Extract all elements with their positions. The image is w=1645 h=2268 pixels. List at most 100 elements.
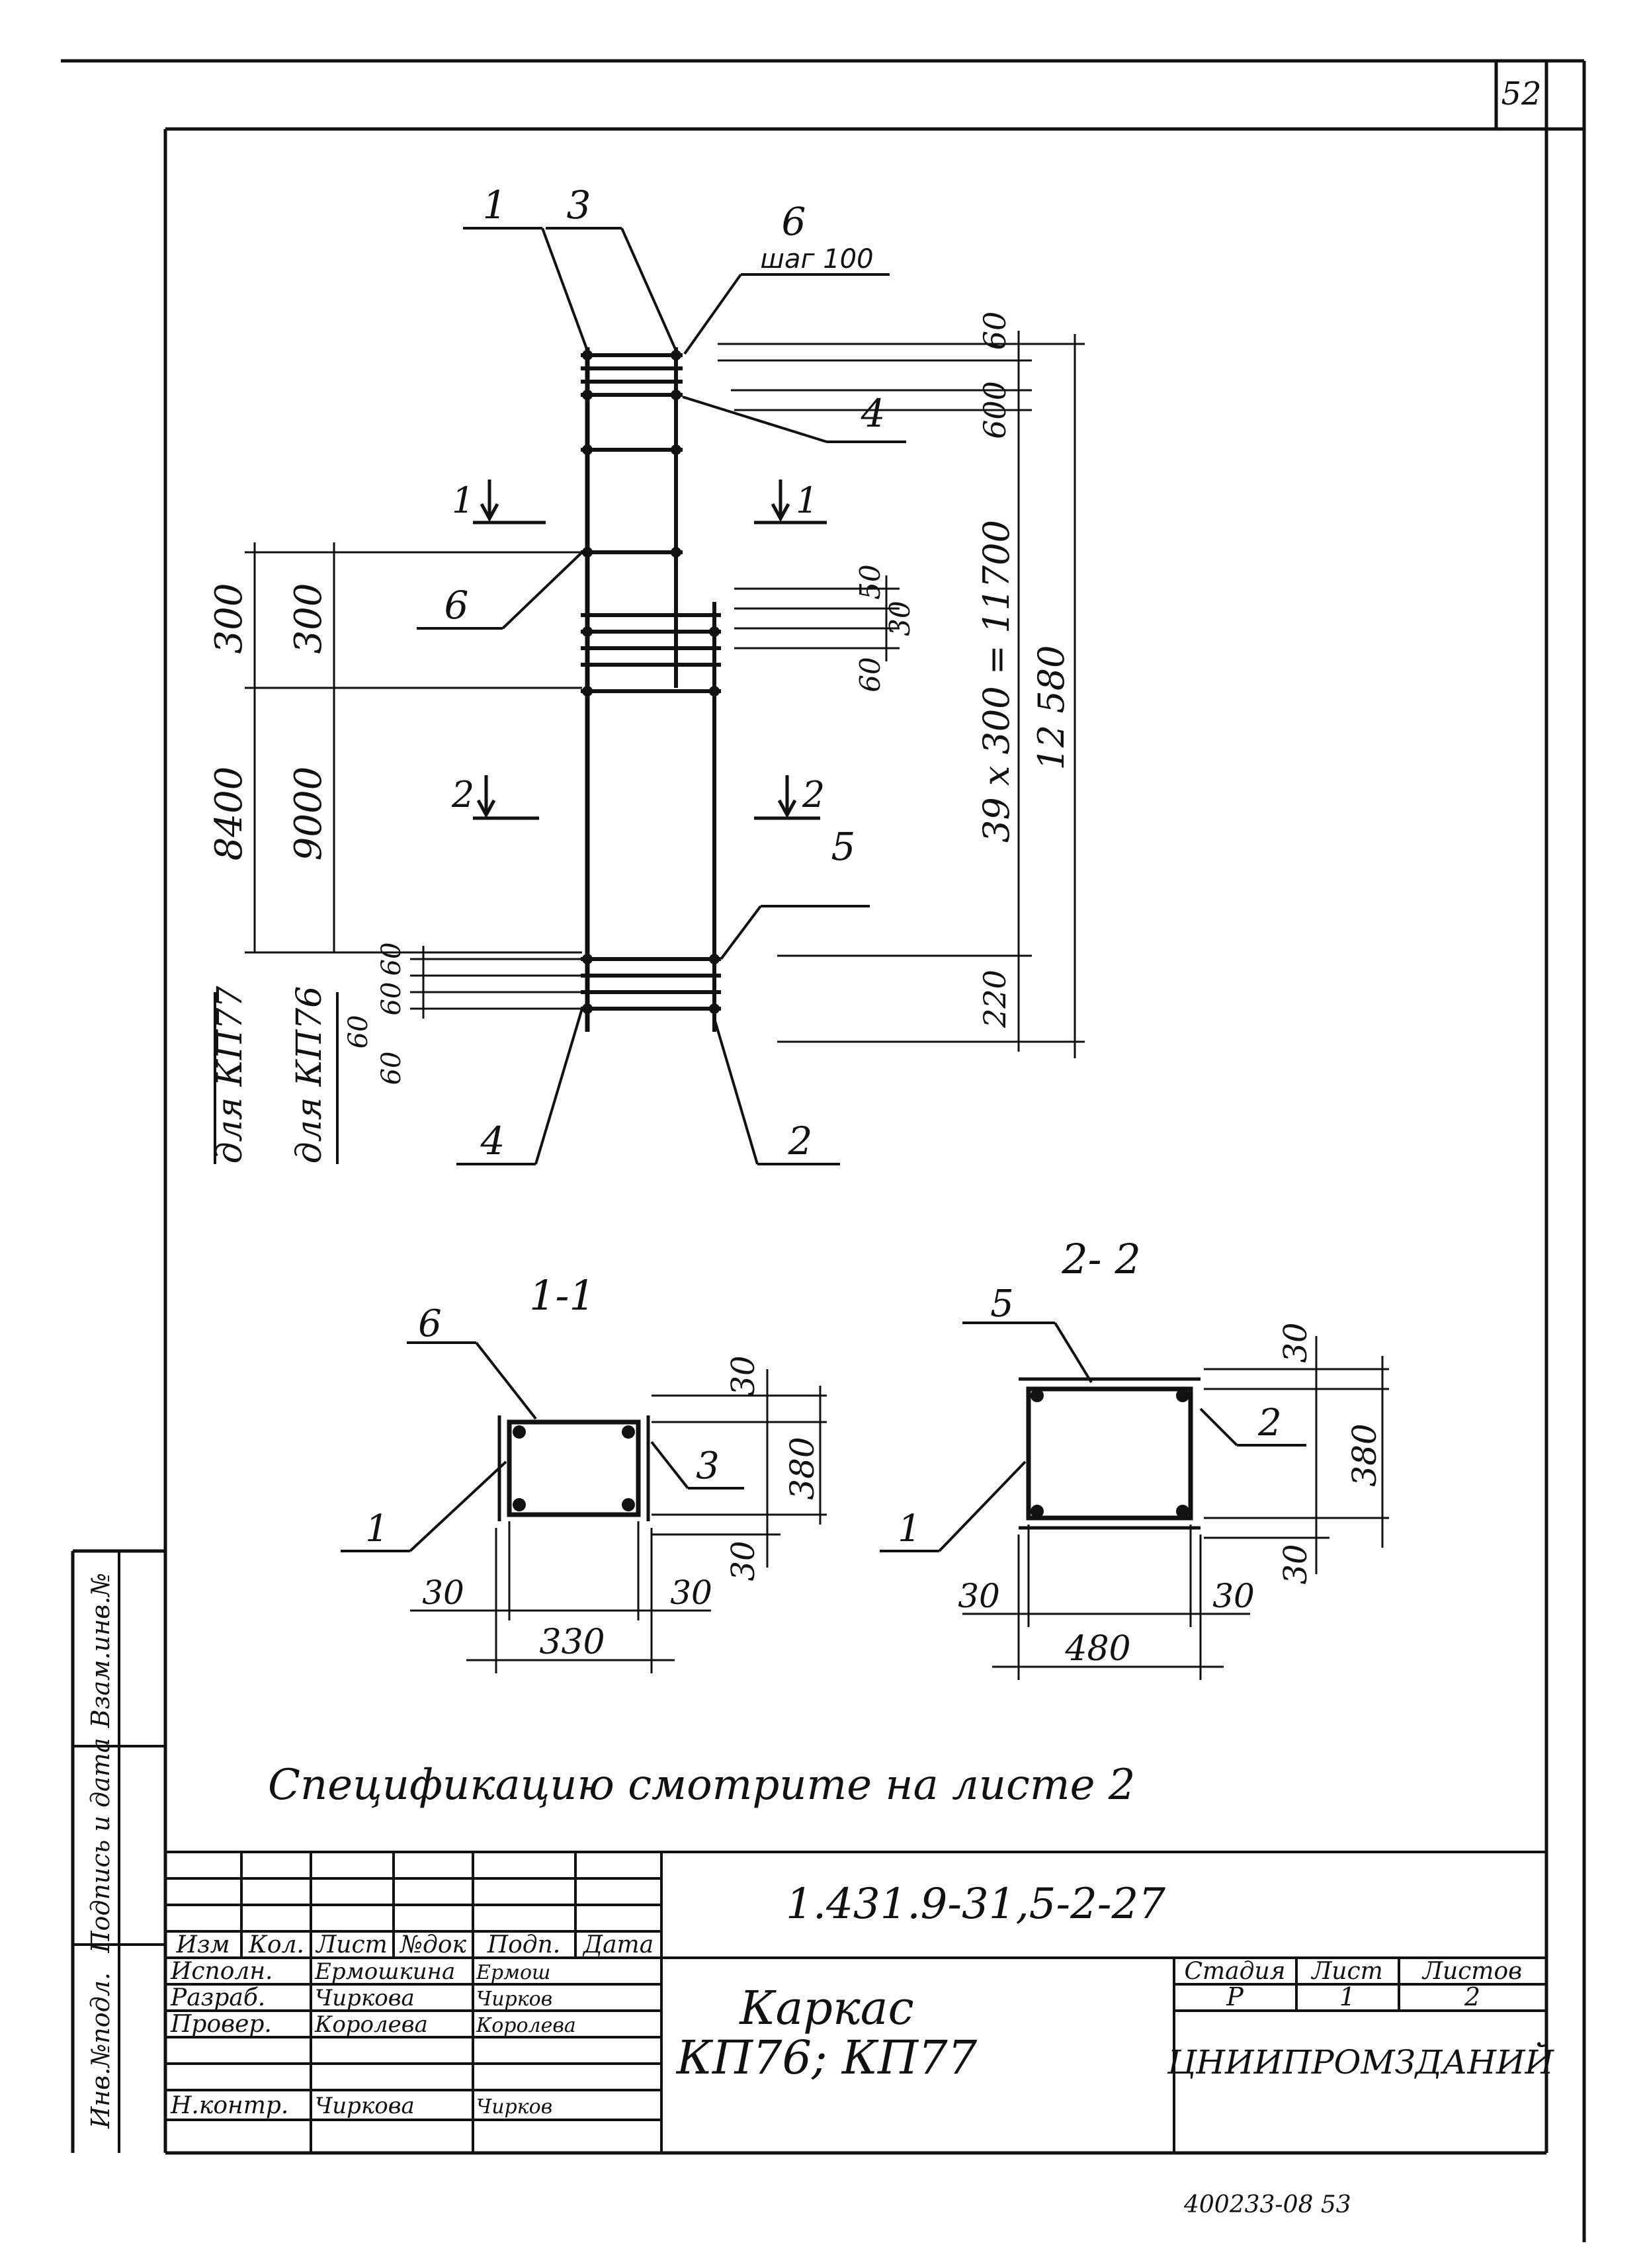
section-1-1-dim-lines bbox=[410, 1369, 827, 1673]
side-stamp-inv-podl: Инв.№подл. bbox=[86, 1972, 115, 2129]
section-2-2-leader-2: 2 bbox=[1257, 1402, 1282, 1445]
tb-sign-nkontr: Чирков bbox=[476, 2095, 552, 2119]
dim-for-kp76: для КП76 bbox=[290, 986, 329, 1164]
tb-role-prover: Провер. bbox=[170, 2011, 272, 2038]
section-1-1-dim-30-bottom: 30 bbox=[725, 1540, 762, 1581]
tb-header-kol: Кол. bbox=[248, 1931, 304, 1958]
section-1-1-leader-3: 3 bbox=[696, 1445, 720, 1488]
side-stamp-signature-date: Подпись и дата bbox=[86, 1738, 115, 1953]
dim-60-c: 60 bbox=[343, 1015, 374, 1049]
section-2-2: 2- 2 5 2 1 30 38 bbox=[880, 1235, 1389, 1680]
tb-name-razrab: Чиркова bbox=[315, 1985, 415, 2011]
section-2-2-leader-5: 5 bbox=[990, 1282, 1014, 1325]
section-mark-2-right: 2 bbox=[802, 774, 825, 816]
tb-header-podp: Подп. bbox=[487, 1931, 561, 1958]
dim-60-top: 60 bbox=[977, 312, 1013, 351]
tb-sign-razrab: Чирков bbox=[476, 1988, 552, 2011]
dim-60-d: 60 bbox=[376, 1052, 407, 1085]
dim-9000: 9000 bbox=[287, 767, 330, 861]
product-name-line1: Каркас bbox=[738, 1981, 913, 2035]
dim-220: 220 bbox=[977, 970, 1013, 1029]
tb-sign-prover: Королева bbox=[476, 2014, 576, 2037]
tb-sheet-label: Лист bbox=[1310, 1958, 1383, 1985]
section-1-1-dim-330: 330 bbox=[539, 1622, 605, 1662]
section-1-1-leader-1: 1 bbox=[365, 1507, 389, 1550]
leader-label-6-top: 6 bbox=[782, 199, 806, 244]
section-1-1-title: 1-1 bbox=[529, 1271, 595, 1320]
tb-organization: ЦНИИПРОМЗДАНИЙ bbox=[1167, 2041, 1555, 2081]
section-2-2-leader-1: 1 bbox=[898, 1507, 921, 1550]
left-dimension-lines bbox=[245, 542, 582, 1019]
tb-header-list: Лист bbox=[315, 1931, 388, 1958]
dim-50: 50 bbox=[854, 564, 886, 599]
tb-stage-value: Р bbox=[1226, 1982, 1244, 2011]
tb-sign-ispoln: Ермош bbox=[476, 1961, 550, 1984]
section-mark-2-left: 2 bbox=[451, 774, 474, 816]
section-2-2-dim-lines bbox=[962, 1336, 1389, 1680]
side-stamp-vzam-inv: Взам.инв.№ bbox=[86, 1573, 115, 1729]
dim-39x300: 39 x 300 = 11700 bbox=[976, 520, 1017, 843]
section-2-2-title: 2- 2 bbox=[1061, 1235, 1141, 1283]
section-2-2-dim-30-top: 30 bbox=[1277, 1322, 1314, 1363]
main-leader-lines bbox=[417, 227, 906, 1165]
section-cut-marks bbox=[473, 480, 827, 820]
dim-600: 600 bbox=[977, 381, 1013, 439]
tb-sheets-value: 2 bbox=[1464, 1982, 1480, 2011]
weld-points bbox=[582, 350, 720, 1014]
tb-header-data: Дата bbox=[582, 1931, 654, 1958]
top-stirrup-group bbox=[581, 353, 683, 554]
page-number: 52 bbox=[1501, 75, 1541, 112]
section-2-2-dim-30-right: 30 bbox=[1212, 1577, 1255, 1615]
section-1-1-leader-6: 6 bbox=[418, 1302, 442, 1345]
sheet-frame bbox=[61, 59, 1586, 2242]
section-2-2-dim-480: 480 bbox=[1064, 1629, 1130, 1669]
specification-note: Спецификацию смотрите на листе 2 bbox=[268, 1761, 1136, 1810]
dim-30-mid: 30 bbox=[884, 601, 916, 636]
section-2-2-dim-380: 380 bbox=[1345, 1423, 1384, 1486]
section-2-2-leaders bbox=[880, 1322, 1306, 1552]
section-mark-1-left: 1 bbox=[452, 480, 474, 521]
dim-60-b: 60 bbox=[376, 982, 407, 1016]
left-dimension-texts: 300 8400 для КП77 300 9000 для КП76 60 6… bbox=[208, 583, 407, 1164]
section-1-1-dim-30-top: 30 bbox=[725, 1355, 762, 1396]
side-stamp: Инв.№подл. Подпись и дата Взам.инв.№ bbox=[73, 1551, 165, 2153]
title-block-grid bbox=[165, 1851, 1546, 2153]
section-1-1-dim-30-right: 30 bbox=[670, 1574, 712, 1612]
dim-60-mid: 60 bbox=[854, 657, 886, 692]
main-elevation-view: 1 3 6 шаг 100 4 6 5 4 2 1 1 2 2 bbox=[208, 183, 1085, 1165]
leader-label-5: 5 bbox=[831, 824, 856, 869]
leader-label-4-top: 4 bbox=[861, 391, 886, 436]
leader-label-2: 2 bbox=[788, 1118, 813, 1163]
section-1-1: 1-1 6 3 1 30 380 30 bbox=[341, 1271, 827, 1673]
section-1-1-frame bbox=[507, 1419, 641, 1517]
dim-300-inner: 300 bbox=[287, 583, 330, 654]
dim-12580: 12 580 bbox=[1031, 646, 1072, 771]
tb-stage-label: Стадия bbox=[1185, 1958, 1286, 1985]
section-1-1-leaders bbox=[341, 1341, 744, 1552]
tb-role-nkontr: Н.контр. bbox=[170, 2092, 288, 2119]
drawing-designation: 1.431.9-31,5-2-27 bbox=[786, 1880, 1165, 1929]
section-1-1-dim-30-left: 30 bbox=[422, 1574, 464, 1612]
section-1-1-dim-380: 380 bbox=[783, 1437, 822, 1499]
leader-label-6-mid: 6 bbox=[444, 583, 469, 628]
tb-name-ispoln: Ермошкина bbox=[314, 1958, 455, 1985]
dim-300-outer: 300 bbox=[208, 583, 251, 654]
leader-label-4-bottom: 4 bbox=[480, 1118, 505, 1163]
tb-role-razrab: Разраб. bbox=[170, 1984, 265, 2011]
tb-header-ndok: №док bbox=[399, 1931, 467, 1958]
leader-label-3: 3 bbox=[567, 183, 591, 228]
tb-role-ispoln: Исполн. bbox=[170, 1958, 273, 1985]
leader-note-step: шаг 100 bbox=[760, 244, 873, 274]
tb-name-nkontr: Чиркова bbox=[315, 2093, 415, 2119]
tb-sheet-value: 1 bbox=[1339, 1982, 1355, 2011]
tb-name-prover: Королева bbox=[314, 2011, 428, 2038]
archive-stamp: 400233-08 53 bbox=[1183, 2191, 1351, 2218]
section-2-2-dim-30-left: 30 bbox=[958, 1577, 1000, 1615]
dim-60-a: 60 bbox=[376, 943, 407, 976]
title-block: 1.431.9-31,5-2-27 Изм Кол. Лист №док Под… bbox=[165, 1851, 1555, 2153]
tb-header-izm: Изм bbox=[176, 1931, 230, 1958]
product-name-line2: КП76; КП77 bbox=[675, 2031, 978, 2085]
section-2-2-dim-30-bottom: 30 bbox=[1277, 1544, 1314, 1584]
leader-label-1: 1 bbox=[483, 183, 507, 228]
tb-sheets-label: Листов bbox=[1421, 1958, 1522, 1985]
